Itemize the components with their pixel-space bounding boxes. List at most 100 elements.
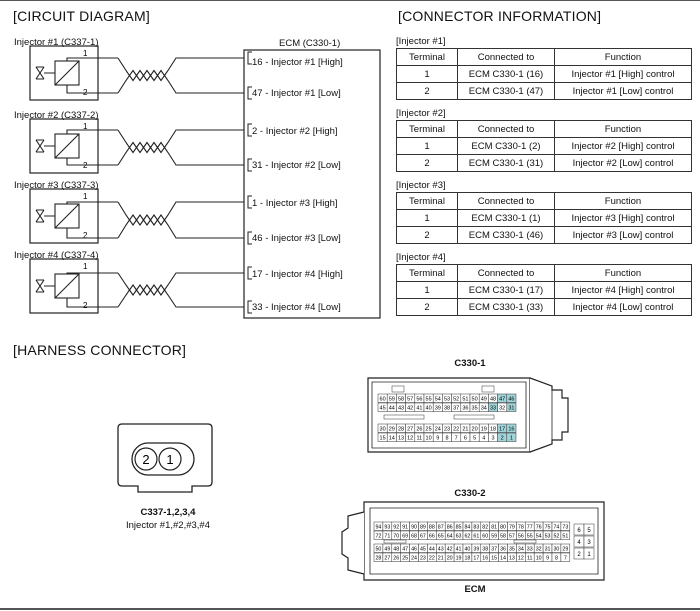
injector-1-pin-1-number: 1	[83, 49, 88, 58]
c330-2-pin-number: 8	[555, 556, 558, 562]
header-connected-to: Connected to	[457, 264, 555, 282]
c330-1-pin-number: 10	[426, 436, 432, 442]
c330-1-pin-number: 2	[501, 436, 504, 442]
c330-2-pin-number: 28	[375, 556, 381, 562]
table-row: 2 ECM C330-1 (46) Injector #3 [Low] cont…	[396, 226, 692, 244]
injector-4-circuit: 12	[29, 258, 252, 314]
c330-2-side-pin-number: 3	[587, 540, 591, 546]
header-function: Function	[554, 264, 692, 282]
cell-function: Injector #2 [High] control	[554, 137, 692, 155]
cell-terminal: 1	[396, 137, 458, 155]
c330-1-pin-number: 37	[453, 406, 459, 412]
c330-2-pin-number: 59	[491, 534, 497, 540]
c330-2-pin-number: 62	[464, 534, 470, 540]
c330-1-pin-number: 45	[380, 406, 386, 412]
c330-2-pin-number: 10	[536, 556, 542, 562]
c330-2-pin-number: 74	[553, 525, 559, 531]
table-row: 2 ECM C330-1 (31) Injector #2 [Low] cont…	[396, 154, 692, 172]
c330-2-key	[383, 539, 407, 544]
table-header-row: Terminal Connected to Function	[396, 192, 692, 210]
c330-2-pin-number: 82	[482, 525, 488, 531]
injector-1-coil-diagonal	[54, 60, 80, 86]
injector-4-coil-diagonal	[54, 273, 80, 299]
c330-1-pin-number: 21	[462, 427, 468, 433]
c330-2-pin-number: 64	[447, 534, 453, 540]
c330-2-pin-number: 49	[384, 547, 390, 553]
c330-1-pin-number: 50	[472, 397, 478, 403]
c330-1-pin-number: 36	[462, 406, 468, 412]
c330-2-pin	[560, 552, 571, 562]
connector-pin-2-label: 2	[142, 452, 149, 467]
injector-3-pin-1-number: 1	[83, 192, 88, 201]
cell-terminal: 2	[396, 226, 458, 244]
bottom-divider	[0, 608, 700, 610]
c330-2-pin-number: 60	[482, 534, 488, 540]
connector-table-injector-1: [Injector #1] Terminal Connected to Func…	[396, 35, 692, 100]
injector-4-label: Injector #4 (C337-4)	[14, 250, 99, 261]
c330-2-pin-number: 90	[411, 525, 417, 531]
c330-2-side-pin-number: 5	[587, 528, 591, 534]
table-caption: [Injector #3]	[396, 180, 446, 191]
c330-1-pin-number: 1	[510, 436, 513, 442]
c330-1-pin-number: 4	[482, 436, 485, 442]
c330-2-pin-number: 45	[420, 547, 426, 553]
cell-function: Injector #2 [Low] control	[554, 154, 692, 172]
injector-1-twisted-low	[117, 69, 244, 94]
c330-2-pin-number: 39	[473, 547, 479, 553]
c330-1-pin-number: 31	[508, 406, 514, 412]
c330-2-label: C330-2	[454, 488, 486, 499]
ecm-pin-33-label: 33 - Injector #4 [Low]	[252, 302, 343, 313]
c330-1-pin-number: 32	[499, 406, 505, 412]
table-row: 1 ECM C330-1 (1) Injector #3 [High] cont…	[396, 209, 692, 227]
c330-2-pin-number: 70	[393, 534, 399, 540]
c330-1-pin-number: 49	[481, 397, 487, 403]
c330-1-pin-number: 33	[490, 406, 496, 412]
cell-connected-to: ECM C330-1 (31)	[457, 154, 555, 172]
c330-1-pin	[506, 402, 517, 412]
c330-2-pin-number: 89	[420, 525, 426, 531]
c330-1-pin-number: 3	[491, 436, 494, 442]
table-row: 1 ECM C330-1 (17) Injector #4 [High] con…	[396, 281, 692, 299]
c330-2-pin-number: 33	[527, 547, 533, 553]
c330-1-pin-number: 20	[472, 427, 478, 433]
c330-2-pin-number: 34	[518, 547, 524, 553]
c330-2-pin-number: 83	[473, 525, 479, 531]
c330-1-pin-number: 15	[380, 436, 386, 442]
cell-connected-to: ECM C330-1 (33)	[457, 298, 555, 316]
ecm-pin-17-label: 17 - Injector #4 [High]	[252, 269, 345, 280]
header-terminal: Terminal	[396, 48, 458, 66]
ecm-pin-bracket	[247, 195, 252, 209]
c330-1-pin-number: 51	[462, 397, 468, 403]
injector-3-circuit: 12	[29, 188, 252, 245]
c330-2-pin-number: 57	[509, 534, 515, 540]
c330-2-pin-number: 66	[429, 534, 435, 540]
top-divider	[0, 0, 700, 1]
table-header-row: Terminal Connected to Function	[396, 120, 692, 138]
c330-2-pin-number: 52	[553, 534, 559, 540]
c330-1-pin-number: 46	[508, 397, 514, 403]
c330-2-pin	[560, 521, 571, 531]
c330-1-pin-number: 18	[490, 427, 496, 433]
ecm-pin-46-label: 46 - Injector #3 [Low]	[252, 233, 343, 244]
c330-2-pin-number: 35	[509, 547, 515, 553]
c330-2-pin-number: 81	[491, 525, 497, 531]
c330-2-pin-number: 36	[500, 547, 506, 553]
c330-2-pin-number: 38	[482, 547, 488, 553]
ecm-pin-bracket	[247, 86, 252, 100]
cell-terminal: 2	[396, 82, 458, 100]
injector-2-circuit: 12	[29, 118, 252, 174]
c330-2-pin-number: 16	[482, 556, 488, 562]
c330-1-pin-number: 23	[444, 427, 450, 433]
table-header-row: Terminal Connected to Function	[396, 48, 692, 66]
c330-2-pin-number: 29	[562, 547, 568, 553]
c330-1-pin-number: 17	[499, 427, 505, 433]
table-caption: [Injector #1]	[396, 36, 446, 47]
injector-connector-drawing: 2 1	[117, 423, 213, 493]
c330-1-pin-number: 57	[407, 397, 413, 403]
header-terminal: Terminal	[396, 264, 458, 282]
ecm-pin-16-label: 16 - Injector #1 [High]	[252, 57, 345, 68]
ecm-pin-bracket	[247, 266, 252, 280]
injector-1-diode-icon	[35, 66, 45, 80]
c330-1-pin-number: 22	[453, 427, 459, 433]
c330-2-pin-number: 87	[438, 525, 444, 531]
